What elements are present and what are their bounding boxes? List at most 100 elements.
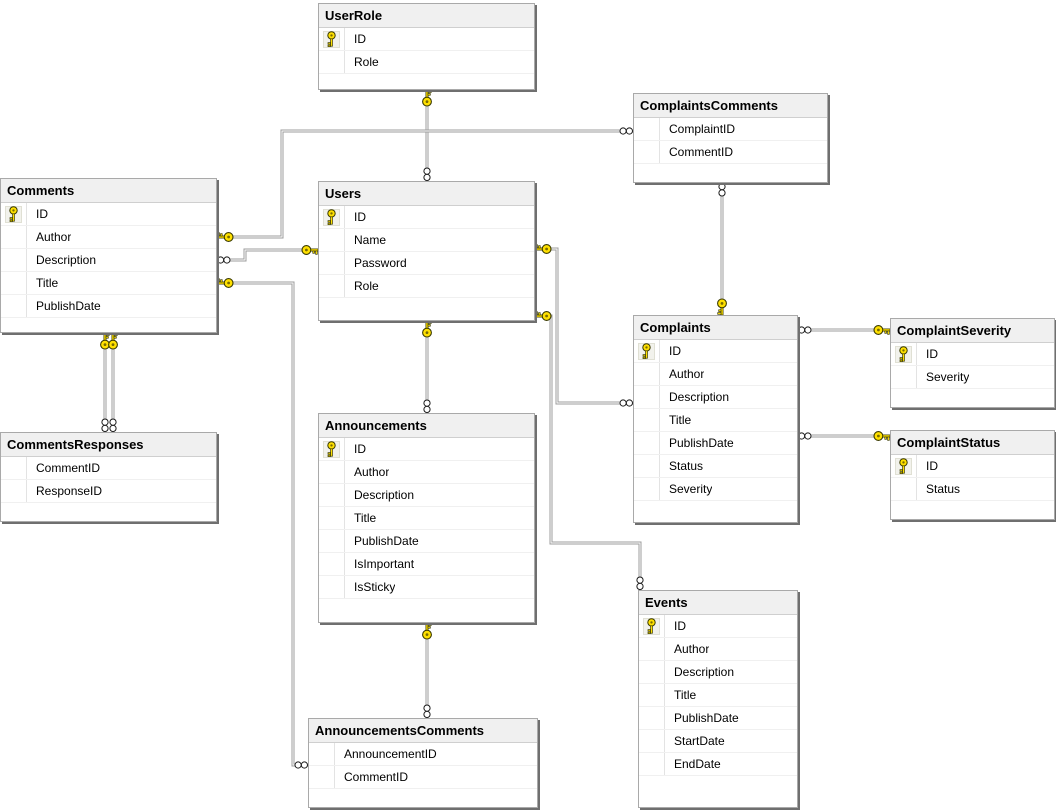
column-row-ID[interactable]: ID [891, 343, 1054, 366]
column-row-Description[interactable]: Description [1, 249, 216, 272]
primary-key-cell [319, 438, 345, 460]
relationship-Comments.ID-to-AnnouncementsComments.CommentID[interactable] [216, 278, 308, 769]
column-name: Description [674, 665, 735, 679]
column-row-PublishDate[interactable]: PublishDate [634, 432, 797, 455]
relationship-Comments.ID-to-ComplaintsComments.CommentID[interactable] [216, 127, 633, 242]
column-name: ID [354, 442, 366, 456]
column-row-Title[interactable]: Title [319, 507, 534, 530]
table-title[interactable]: ComplaintSeverity [891, 319, 1054, 343]
column-row-Title[interactable]: Title [634, 409, 797, 432]
primary-key-cell [1, 203, 27, 225]
relationship-Users.ID-to-Events.Author[interactable] [534, 311, 644, 590]
column-row-ID[interactable]: ID [1, 203, 216, 226]
column-row-PublishDate[interactable]: PublishDate [319, 530, 534, 553]
column-row-Severity[interactable]: Severity [634, 478, 797, 501]
table-title[interactable]: Complaints [634, 316, 797, 340]
column-row-CommentID[interactable]: CommentID [309, 766, 537, 789]
column-row-CommentID[interactable]: CommentID [1, 457, 216, 480]
column-row-ID[interactable]: ID [639, 615, 797, 638]
column-row-Status[interactable]: Status [891, 478, 1054, 501]
relationship-ComplaintStatus.ID-to-Complaints.Status[interactable] [798, 431, 891, 441]
relationship-Announcements.ID-to-AnnouncementsComments.AnnouncementID[interactable] [422, 622, 432, 718]
table-title[interactable]: Events [639, 591, 797, 615]
column-row-Name[interactable]: Name [319, 229, 534, 252]
primary-key-badge [323, 30, 340, 48]
column-name: Title [354, 511, 377, 525]
column-row-ID[interactable]: ID [319, 206, 534, 229]
column-row-ID[interactable]: ID [319, 438, 534, 461]
table-title[interactable]: ComplaintsComments [634, 94, 827, 118]
column-row-PublishDate[interactable]: PublishDate [639, 707, 797, 730]
column-row-Title[interactable]: Title [639, 684, 797, 707]
column-name: Description [669, 390, 730, 404]
column-row-Description[interactable]: Description [634, 386, 797, 409]
column-row-IsSticky[interactable]: IsSticky [319, 576, 534, 599]
icon-cell [639, 638, 665, 660]
column-row-Severity[interactable]: Severity [891, 366, 1054, 389]
column-row-StartDate[interactable]: StartDate [639, 730, 797, 753]
relationship-ComplaintSeverity.ID-to-Complaints.Severity[interactable] [798, 325, 891, 335]
primary-key-badge [643, 617, 660, 635]
column-row-Role[interactable]: Role [319, 51, 534, 74]
table-title[interactable]: UserRole [319, 4, 534, 28]
primary-key-icon [899, 457, 908, 474]
relationship-Users.ID-to-Complaints.Author[interactable] [534, 244, 633, 407]
relationship-Users.ID-to-Comments.Author[interactable] [217, 245, 319, 264]
column-row-AnnouncementID[interactable]: AnnouncementID [309, 743, 537, 766]
icon-cell [634, 409, 660, 431]
column-name: ID [926, 347, 938, 361]
table-title[interactable]: Users [319, 182, 534, 206]
relationship-Complaints.ID-to-ComplaintsComments.ComplaintID[interactable] [717, 183, 727, 316]
column-row-CommentID[interactable]: CommentID [634, 141, 827, 164]
table-title[interactable]: Comments [1, 179, 216, 203]
key-one-side-icon [216, 232, 234, 242]
column-row-ID[interactable]: ID [891, 455, 1054, 478]
column-row-EndDate[interactable]: EndDate [639, 753, 797, 776]
column-row-Role[interactable]: Role [319, 275, 534, 298]
column-row-ResponseID[interactable]: ResponseID [1, 480, 216, 503]
key-one-side-icon [108, 332, 118, 350]
column-row-ID[interactable]: ID [634, 340, 797, 363]
icon-cell [319, 252, 345, 274]
column-row-Author[interactable]: Author [1, 226, 216, 249]
table-empty-area [1, 503, 216, 521]
table-empty-area [891, 389, 1054, 407]
column-row-Password[interactable]: Password [319, 252, 534, 275]
table-empty-area [634, 501, 797, 522]
relationship-UserRole.ID-to-Users.Role[interactable] [422, 89, 432, 181]
column-row-Status[interactable]: Status [634, 455, 797, 478]
column-row-Author[interactable]: Author [319, 461, 534, 484]
relationship-Comments.ID-to-CommentsResponses.ResponseID[interactable] [108, 332, 118, 432]
table-empty-area [891, 501, 1054, 519]
column-row-Description[interactable]: Description [319, 484, 534, 507]
relationship-Users.ID-to-Announcements.Author[interactable] [422, 320, 432, 413]
column-row-IsImportant[interactable]: IsImportant [319, 553, 534, 576]
table-title[interactable]: ComplaintStatus [891, 431, 1054, 455]
table-title[interactable]: AnnouncementsComments [309, 719, 537, 743]
column-row-Author[interactable]: Author [639, 638, 797, 661]
column-row-Description[interactable]: Description [639, 661, 797, 684]
table-title[interactable]: CommentsResponses [1, 433, 216, 457]
table-title[interactable]: Announcements [319, 414, 534, 438]
column-row-Author[interactable]: Author [634, 363, 797, 386]
column-row-PublishDate[interactable]: PublishDate [1, 295, 216, 318]
icon-cell [634, 386, 660, 408]
column-row-ID[interactable]: ID [319, 28, 534, 51]
icon-cell [319, 553, 345, 575]
relationship-Comments.ID-to-CommentsResponses.CommentID[interactable] [100, 332, 110, 432]
column-row-Title[interactable]: Title [1, 272, 216, 295]
column-row-ComplaintID[interactable]: ComplaintID [634, 118, 827, 141]
key-one-side-icon [100, 332, 110, 350]
